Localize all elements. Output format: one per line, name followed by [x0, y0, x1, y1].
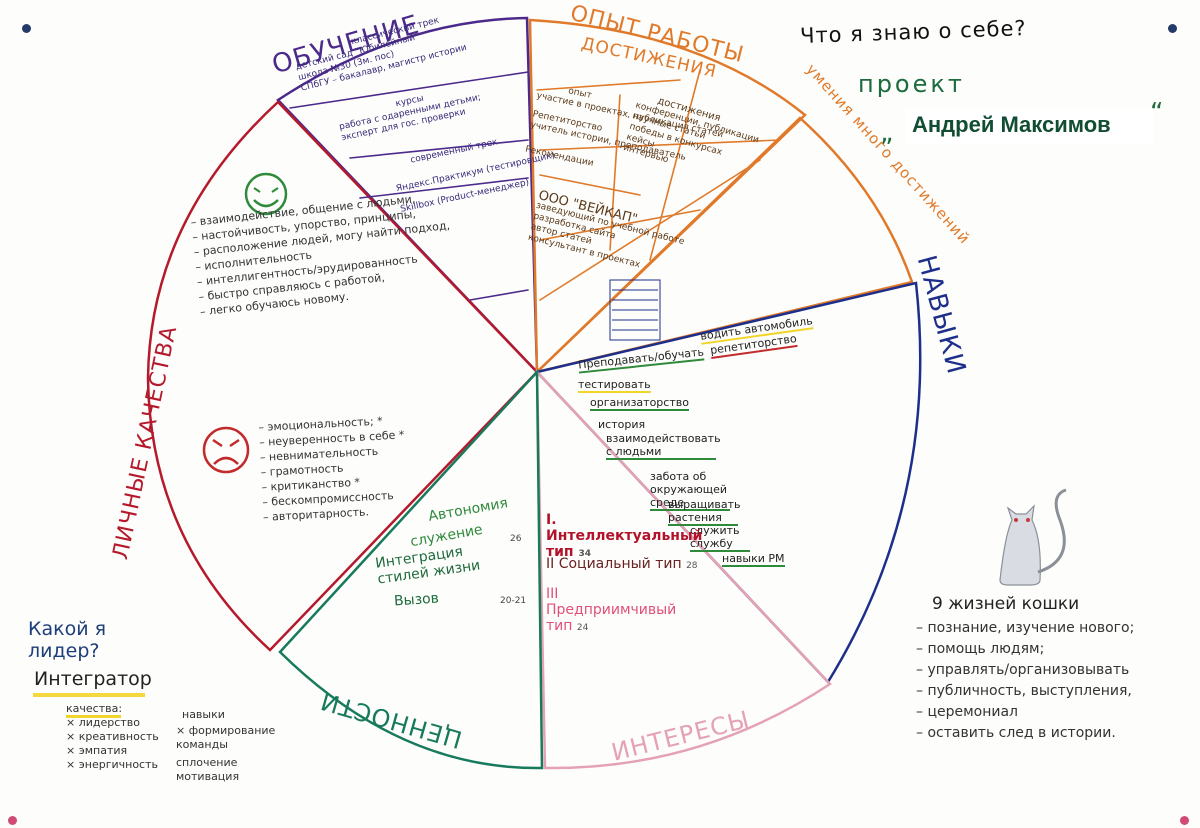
skill-item: выращивать растения — [668, 498, 741, 526]
pin-bottom-left — [8, 816, 17, 825]
skill-item: забота об окружающей среде — [650, 470, 730, 511]
cat-title: 9 жизней кошки — [932, 594, 1080, 614]
sector-interests-border — [535, 368, 832, 770]
list-item: × эмпатия — [66, 744, 128, 757]
list-item: × энергичность — [66, 758, 158, 771]
angry-face-icon — [202, 426, 250, 474]
list-item: × лидерство — [66, 716, 140, 729]
interest-type-2: II Социальный тип 28 — [546, 556, 698, 572]
author-name: Андрей Максимов — [912, 112, 1111, 137]
quote-close-mark: “ — [1150, 98, 1164, 128]
interest-type-1: I. Интеллектуальный тип 34 — [546, 512, 703, 560]
leader-skills-list: × формирование команды сплочение мотивац… — [176, 724, 286, 784]
skill-item: навыки PM — [722, 552, 785, 567]
leader-qualities-title: качества: — [66, 702, 123, 715]
cat-illustration-icon — [999, 488, 1067, 586]
list-item: – публичность, выступления, — [916, 683, 1132, 699]
skill-item: организаторство — [590, 396, 689, 411]
happy-face-icon — [244, 172, 288, 216]
values-score: 26 — [510, 534, 522, 544]
cat-list: – познание, изучение нового; – помощь лю… — [916, 618, 1134, 744]
skill-item: история — [598, 418, 646, 431]
quote-open-mark: „ — [880, 118, 894, 148]
project-label: проект — [858, 70, 965, 98]
leader-skills-title: навыки — [182, 708, 225, 721]
sector-personal-border — [146, 100, 539, 652]
leader-qualities-list: × лидерство × креативность × эмпатия × э… — [66, 716, 159, 772]
list-item: – оставить след в истории. — [916, 725, 1116, 741]
values-item: Вызов — [393, 590, 440, 610]
list-item: сплочение — [176, 756, 238, 769]
skill-item: взаимодействовать с людьми — [606, 432, 721, 460]
pin-top-left — [22, 24, 31, 33]
list-item: × формирование команды — [176, 724, 276, 751]
author-box — [905, 108, 1153, 144]
negative-qualities-list: – эмоциональность; * – неуверенность в с… — [258, 412, 409, 524]
leader-answer: Интегратор — [34, 668, 152, 690]
list-item: – помощь людям; — [916, 641, 1045, 657]
sector-skills-sub-border — [532, 116, 914, 375]
skill-item: служить службу — [690, 524, 750, 552]
sector-skills-border — [534, 281, 922, 685]
interest-type-3: III Предприимчивый тип 24 — [546, 586, 677, 634]
list-item: – управлять/организовывать — [916, 662, 1130, 678]
highlight-underline — [66, 715, 121, 718]
leader-question: Какой я лидер? — [28, 618, 107, 662]
pin-bottom-right — [1180, 816, 1189, 825]
sector-experience-border — [528, 18, 807, 375]
values-score: 20-21 — [500, 596, 527, 606]
list-item: × креативность — [66, 730, 159, 743]
skill-item: тестировать — [578, 378, 651, 393]
pin-top-right — [1168, 24, 1177, 33]
list-item: – познание, изучение нового; — [916, 620, 1135, 636]
sector-education-border — [276, 16, 539, 376]
sector-values-border — [278, 368, 544, 770]
list-item: мотивация — [176, 770, 240, 783]
list-item: – церемониал — [916, 704, 1019, 720]
highlight-underline — [33, 693, 145, 697]
